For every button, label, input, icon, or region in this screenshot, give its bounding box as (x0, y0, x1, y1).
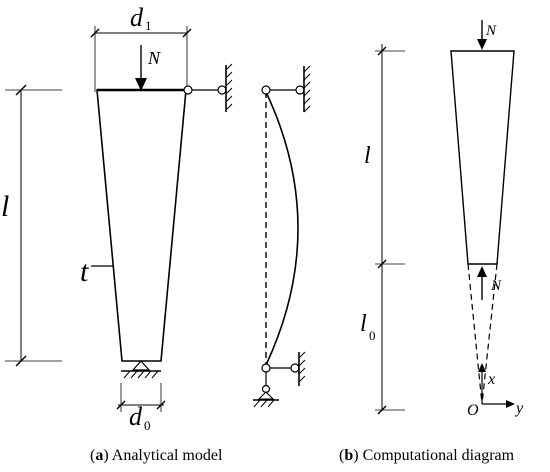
caption-a-open: ( (90, 447, 96, 464)
l-label-a: l (1, 190, 9, 223)
caption-b-open: ( (339, 447, 345, 464)
d1-subscript: 1 (145, 18, 152, 33)
l0-label: l (360, 311, 367, 337)
buckled-curve (265, 91, 299, 366)
pin-support-base (121, 360, 161, 379)
x-axis-label: x (487, 371, 495, 388)
dimension-l-l0: l l 0 (360, 44, 405, 415)
load-arrow-n: N (135, 45, 161, 91)
caption-analytical-model: (a) Analytical model (90, 447, 222, 469)
n-label-b-top: N (485, 23, 497, 39)
reaction-arrow-n: N (477, 266, 502, 300)
dimension-d0: d 0 (116, 383, 166, 433)
virtual-extension (467, 263, 498, 405)
d0-label: d (129, 402, 143, 431)
caption-a-close: ) (103, 447, 109, 464)
dimension-l: l (1, 84, 62, 367)
analytical-model: d 1 N l t (1, 3, 311, 433)
roller-support-top (183, 63, 233, 112)
thickness-label: t (80, 255, 113, 288)
l0-subscript: 0 (369, 328, 376, 343)
l-label-b: l (364, 143, 371, 169)
d1-label: d (130, 3, 144, 32)
computational-diagram: N N l l 0 (360, 20, 524, 419)
origin-label: O (467, 402, 479, 419)
tapered-section (450, 50, 515, 265)
n-label-a: N (147, 48, 161, 68)
caption-b-text: Computational diagram (358, 447, 515, 464)
coordinate-axes: x y O (467, 363, 524, 419)
caption-computational-diagram: (b) Computational diagram (339, 447, 514, 469)
d0-subscript: 0 (144, 418, 151, 433)
y-axis-label: y (514, 400, 524, 417)
t-label: t (80, 255, 89, 288)
caption-b-letter: b (344, 447, 354, 464)
caption-a-letter: a (95, 447, 104, 464)
dimension-d1: d 1 (90, 3, 192, 92)
load-arrow-n-top: N (477, 20, 497, 50)
tapered-column (96, 89, 187, 362)
n-label-b-mid: N (490, 278, 502, 294)
caption-b-close: ) (353, 447, 359, 464)
caption-a-text: Analytical model (108, 447, 223, 464)
buckling-mode-sketch (253, 65, 311, 408)
